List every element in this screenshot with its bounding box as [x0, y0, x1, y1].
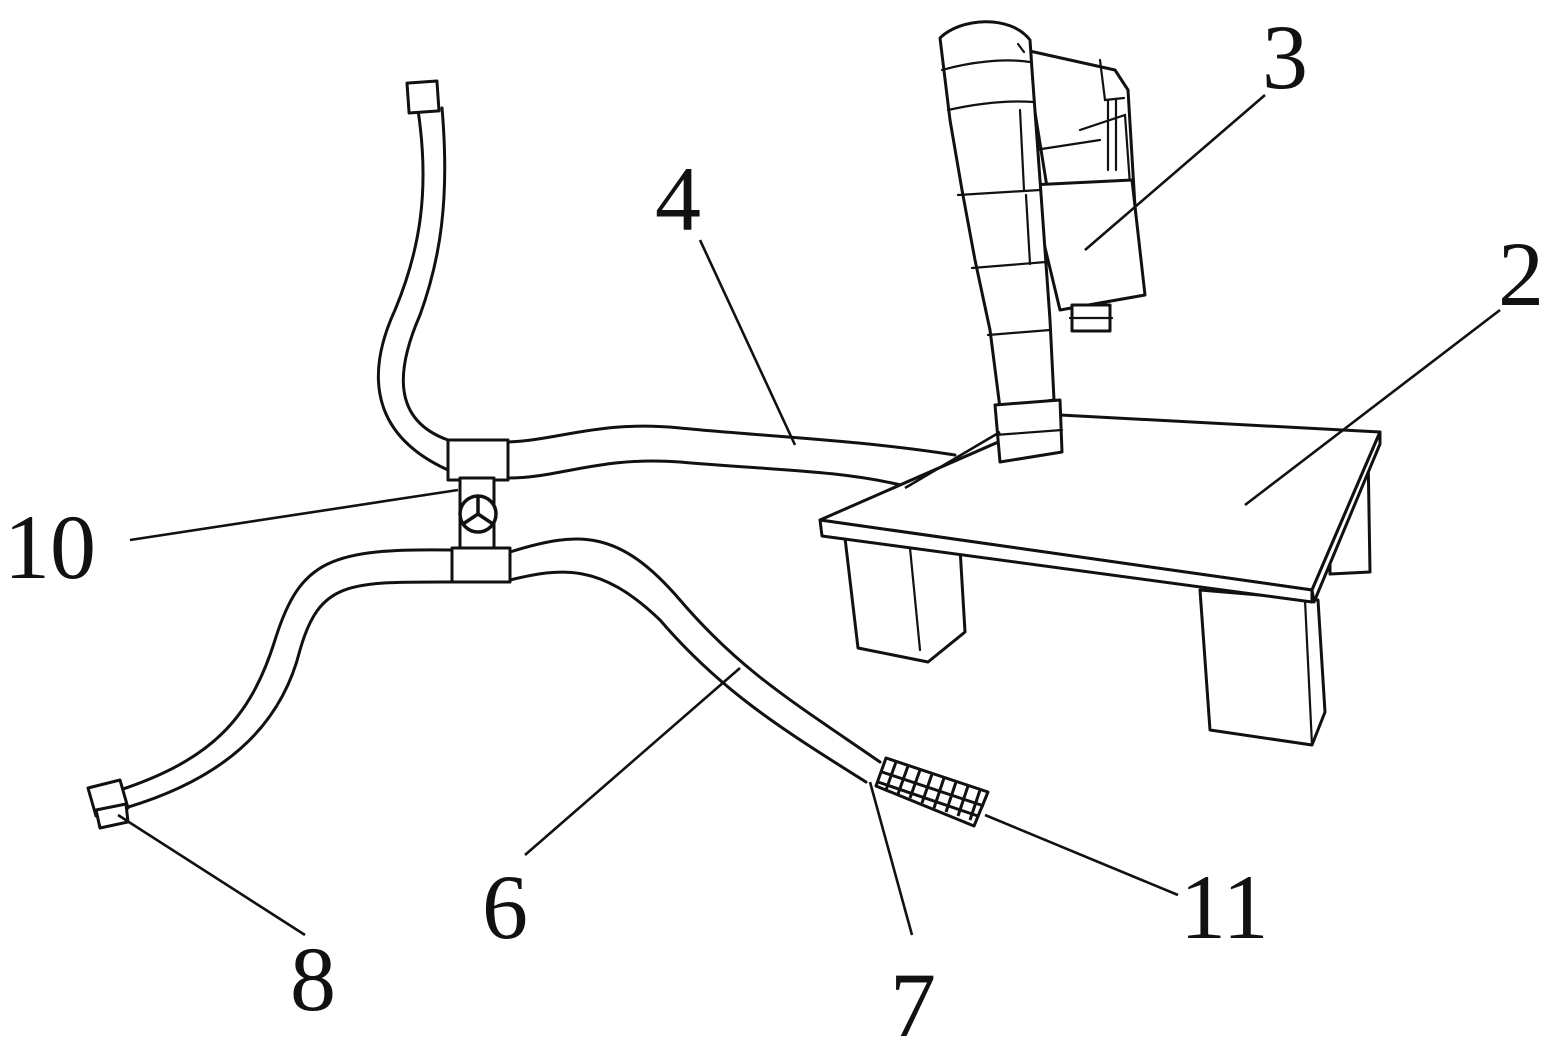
- leader-11: [984, 813, 1179, 897]
- lower-tee-block: [450, 546, 512, 584]
- leader-2: [1244, 308, 1501, 507]
- label-11: 11: [1180, 856, 1269, 958]
- leader-10: [129, 488, 459, 542]
- label-2: 2: [1498, 223, 1544, 325]
- pump-unit-3: [938, 20, 1147, 464]
- leader-lines: [117, 94, 1501, 937]
- upper-hose: [376, 79, 450, 472]
- leader-8: [117, 813, 306, 937]
- leader-4-tip: [904, 430, 1001, 490]
- leader-6: [524, 667, 741, 856]
- tee-junction: [446, 438, 512, 584]
- label-3: 3: [1262, 6, 1308, 108]
- upper-tee-block: [446, 438, 510, 482]
- hose-4: [506, 424, 957, 488]
- upper-hose-cap: [405, 79, 441, 115]
- label-4: 4: [655, 148, 701, 250]
- base-plate-2: [818, 413, 1382, 747]
- leader-7: [868, 781, 914, 936]
- valve-knob-icon: [458, 494, 498, 534]
- reference-numerals: 3 2 4 10 6 7 11 8: [4, 6, 1544, 1046]
- nozzle-8: [86, 778, 130, 830]
- leader-3: [1084, 94, 1266, 251]
- label-6: 6: [482, 856, 528, 958]
- label-10: 10: [4, 496, 96, 598]
- label-7: 7: [890, 954, 936, 1046]
- leader-4: [698, 239, 797, 446]
- label-8: 8: [290, 928, 336, 1030]
- filter-11: [874, 756, 990, 828]
- hose-6: [86, 537, 990, 830]
